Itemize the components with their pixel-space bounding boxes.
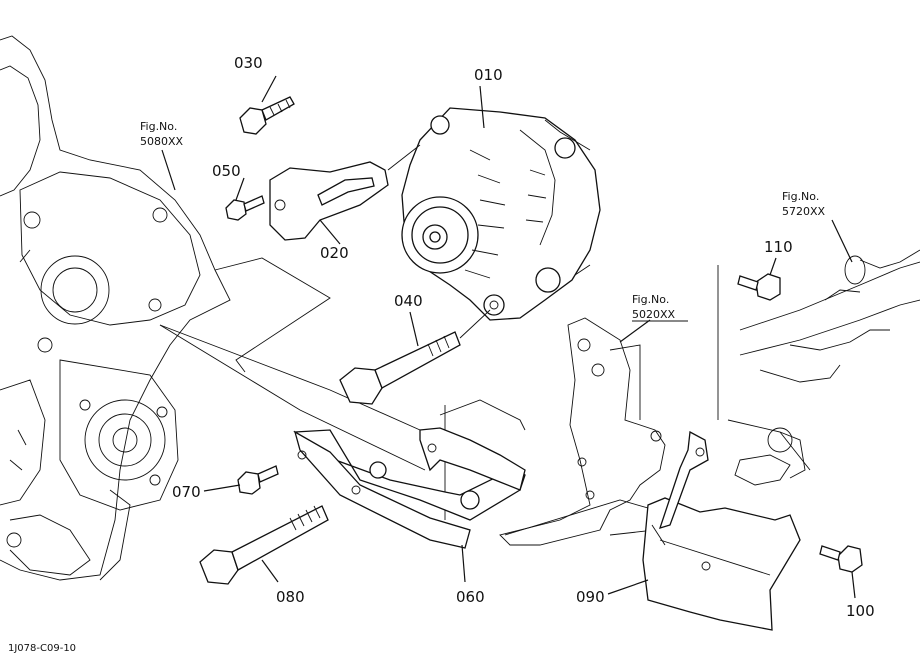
part-label-040: 040 (394, 292, 423, 310)
bolt-050-drawing (225, 195, 265, 221)
bolt-040-drawing (339, 309, 491, 405)
projection-lines (159, 257, 811, 536)
part-label-080: 080 (276, 588, 305, 606)
fig-ref-5720-number: 5720XX (782, 205, 826, 218)
fig-ref-5080[interactable]: Fig.No. 5080XX (140, 120, 184, 148)
fig-ref-5020-label: Fig.No. (632, 293, 669, 306)
fig-ref-5080-number: 5080XX (140, 135, 184, 148)
part-label-030: 030 (234, 54, 263, 72)
engine-block-drawing (0, 35, 231, 581)
alternator-drawing (401, 107, 601, 321)
drawing-ref-code: 1J078-C09-10 (8, 643, 76, 654)
part-label-010: 010 (474, 66, 503, 84)
bolt-080-drawing (199, 505, 329, 585)
adjuster-bracket-drawing (269, 144, 421, 241)
fig-ref-5020-number: 5020XX (632, 308, 676, 321)
bolt-070-drawing (237, 465, 279, 495)
plate-5020-drawing (499, 317, 666, 546)
fig-ref-5020[interactable]: Fig.No. 5020XX (632, 293, 688, 322)
part-label-020: 020 (320, 244, 349, 262)
leader-lines (161, 75, 856, 599)
fig-ref-5720-label: Fig.No. (782, 190, 819, 203)
mounting-bracket-drawing (293, 427, 526, 549)
bolt-110-drawing (737, 273, 781, 301)
part-label-090: 090 (576, 588, 605, 606)
cover-090-drawing (642, 430, 801, 631)
assembly-5720-drawing (734, 249, 920, 486)
part-label-100: 100 (846, 602, 875, 620)
part-label-070: 070 (172, 483, 201, 501)
fig-ref-5080-label: Fig.No. (140, 120, 177, 133)
part-label-110: 110 (764, 238, 793, 256)
part-label-050: 050 (212, 162, 241, 180)
fig-ref-5720[interactable]: Fig.No. 5720XX (782, 190, 826, 218)
part-label-060: 060 (456, 588, 485, 606)
bolt-100-drawing (819, 545, 863, 573)
bolt-030-drawing (239, 96, 295, 135)
